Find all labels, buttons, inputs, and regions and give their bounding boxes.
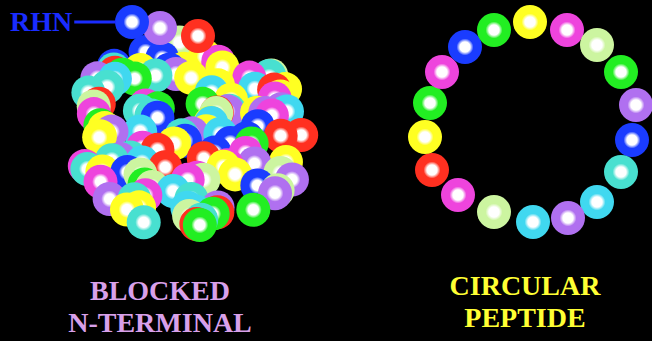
amino-acid	[236, 193, 270, 227]
end-group-label: RHN	[10, 6, 72, 38]
circular-peptide	[408, 5, 652, 239]
amino-acid	[580, 185, 614, 219]
amino-acid-core	[613, 164, 630, 181]
amino-acid-core	[560, 210, 577, 227]
amino-acid-core	[486, 22, 503, 39]
amino-acid-core	[589, 37, 606, 54]
caption-label: CIRCULAR PEPTIDE	[425, 270, 625, 334]
amino-acid	[550, 13, 584, 47]
amino-acid-core	[434, 64, 451, 81]
amino-acid	[115, 5, 149, 39]
amino-acid	[477, 195, 511, 229]
amino-acid-core	[91, 129, 108, 146]
amino-acid-core	[135, 214, 152, 231]
bond-line	[74, 21, 116, 24]
amino-acid	[580, 28, 614, 62]
amino-acid	[615, 123, 649, 157]
amino-acid	[441, 178, 475, 212]
amino-acid-core	[525, 214, 542, 231]
amino-acid	[516, 205, 550, 239]
amino-acid	[127, 205, 161, 239]
amino-acid-core	[522, 14, 539, 31]
amino-acid-core	[422, 95, 439, 112]
amino-acid	[604, 55, 638, 89]
amino-acid-core	[190, 28, 207, 45]
amino-acid	[513, 5, 547, 39]
amino-acid-core	[450, 187, 467, 204]
amino-acid-core	[424, 162, 441, 179]
amino-acid-core	[457, 39, 474, 56]
amino-acid	[477, 13, 511, 47]
amino-acid	[408, 120, 442, 154]
amino-acid-core	[417, 129, 434, 146]
amino-acid-core	[227, 166, 244, 183]
amino-acid	[415, 153, 449, 187]
amino-acid-core	[628, 97, 645, 114]
amino-acid-core	[124, 14, 141, 31]
amino-acid	[413, 86, 447, 120]
amino-acid-core	[559, 22, 576, 39]
amino-acid-core	[191, 216, 208, 233]
amino-acid	[425, 55, 459, 89]
amino-acid	[448, 30, 482, 64]
amino-acid	[183, 208, 217, 242]
amino-acid-core	[245, 201, 262, 218]
amino-acid-core	[267, 185, 284, 202]
amino-acid-core	[152, 20, 169, 37]
caption-label: BLOCKED N-TERMINAL	[45, 275, 275, 339]
amino-acid	[619, 88, 652, 122]
amino-acid-core	[272, 127, 289, 144]
amino-acid	[551, 201, 585, 235]
amino-acid-core	[486, 204, 503, 221]
amino-acid	[604, 155, 638, 189]
amino-acid-core	[613, 64, 630, 81]
amino-acid-core	[624, 132, 641, 149]
amino-acid	[143, 11, 177, 45]
amino-acid-core	[589, 194, 606, 211]
amino-acid	[181, 19, 215, 53]
folded-peptide	[68, 5, 318, 242]
